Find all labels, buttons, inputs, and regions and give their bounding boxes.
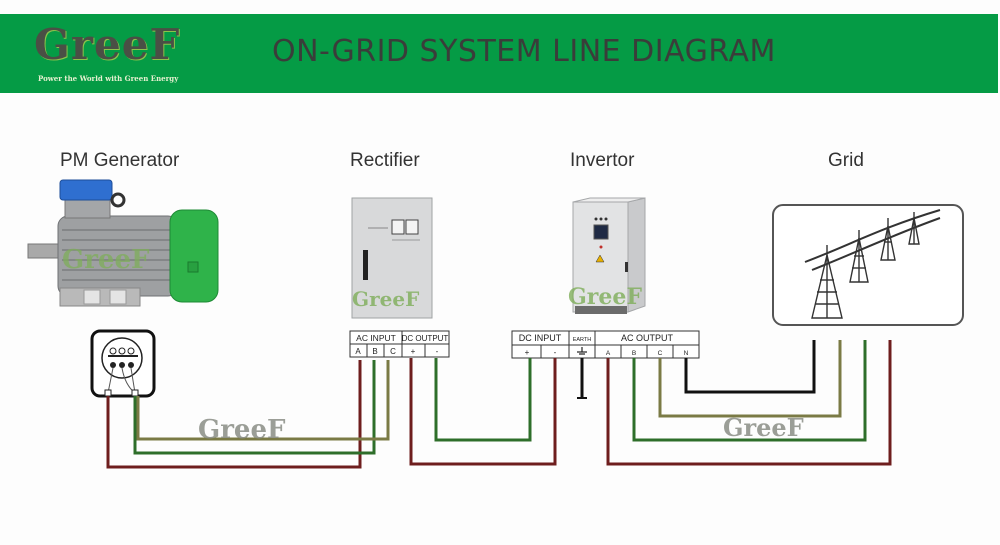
rectifier-label: Rectifier	[350, 150, 420, 171]
grid-label: Grid	[828, 150, 864, 171]
wire-grid-b	[632, 340, 867, 442]
wire-earth	[577, 358, 587, 399]
dc-output-header: DC OUTPUT	[402, 334, 449, 343]
logo-tagline: Power the World with Green Energy	[38, 74, 179, 83]
rect-pin-minus: -	[436, 347, 439, 356]
rect-pin-c: C	[390, 347, 396, 356]
warning-sign-icon	[595, 254, 605, 263]
inv-pin-b: B	[632, 350, 636, 357]
ac-output-header: AC OUTPUT	[621, 333, 674, 343]
wire-grid-n	[684, 340, 816, 394]
wire-phase-c	[136, 360, 390, 441]
rect-pin-a: A	[355, 347, 361, 356]
greef-logo: GreeF Power the World with Green Energy	[34, 20, 214, 90]
grid-frame	[772, 204, 964, 326]
generator-shaft	[27, 243, 63, 259]
inverter-screen	[593, 224, 609, 240]
wiring-watermark-left: GreeF	[198, 415, 286, 445]
inverter-terminal-block: DC INPUT EARTH AC OUTPUT + - A B C N	[511, 330, 700, 359]
diagram-title: ON-GRID SYSTEM LINE DIAGRAM	[272, 34, 776, 69]
rectifier-cabinet-image: GreeF	[351, 197, 433, 319]
generator-watermark: GreeF	[62, 245, 150, 275]
ac-input-header: AC INPUT	[356, 333, 396, 343]
wire-phase-a	[106, 360, 362, 469]
inv-pin-n: N	[684, 350, 689, 357]
rectifier-watermark: GreeF	[352, 287, 419, 311]
generator-terminal-box	[59, 179, 113, 201]
header-banner: GreeF Power the World with Green Energy …	[0, 14, 998, 93]
rect-pin-plus: +	[411, 347, 416, 356]
generator-label: PM Generator	[60, 150, 180, 171]
earth-ground-icon	[577, 347, 587, 355]
wire-phase-b	[133, 360, 376, 455]
inv-pin-c: C	[658, 350, 663, 357]
wires-inverter-to-grid	[606, 340, 892, 466]
wire-grid-c	[658, 340, 842, 418]
logo-text: GreeF	[34, 20, 181, 69]
inverter-cabinet-image: GreeF	[568, 197, 646, 314]
inv-pin-minus: -	[554, 348, 557, 357]
wiring-watermark-right: GreeF	[723, 413, 804, 442]
earth-header: EARTH	[573, 337, 592, 343]
power-transmission-towers-icon	[772, 204, 964, 326]
dc-input-header: DC INPUT	[519, 333, 562, 343]
rectifier-meter-2	[405, 219, 419, 235]
inverter-watermark: GreeF	[568, 284, 642, 310]
inv-pin-plus: +	[525, 348, 530, 357]
inverter-label: Invertor	[570, 150, 635, 171]
rectifier-handle	[363, 250, 368, 280]
wires-generator-to-rectifier	[106, 360, 390, 469]
generator-terminal-symbol	[90, 329, 156, 398]
inv-pin-a: A	[606, 350, 611, 357]
rectifier-meter-1	[391, 219, 405, 235]
generator-green-cover	[169, 209, 219, 303]
pm-generator-image: GreeF	[27, 179, 219, 307]
wires-rectifier-to-inverter	[409, 358, 557, 466]
wire-dc-positive	[409, 358, 557, 466]
rect-pin-b: B	[372, 347, 377, 356]
wire-dc-negative	[434, 358, 532, 442]
wire-grid-a	[606, 340, 892, 466]
rectifier-terminal-block: AC INPUT DC OUTPUT A B C + -	[349, 330, 450, 358]
